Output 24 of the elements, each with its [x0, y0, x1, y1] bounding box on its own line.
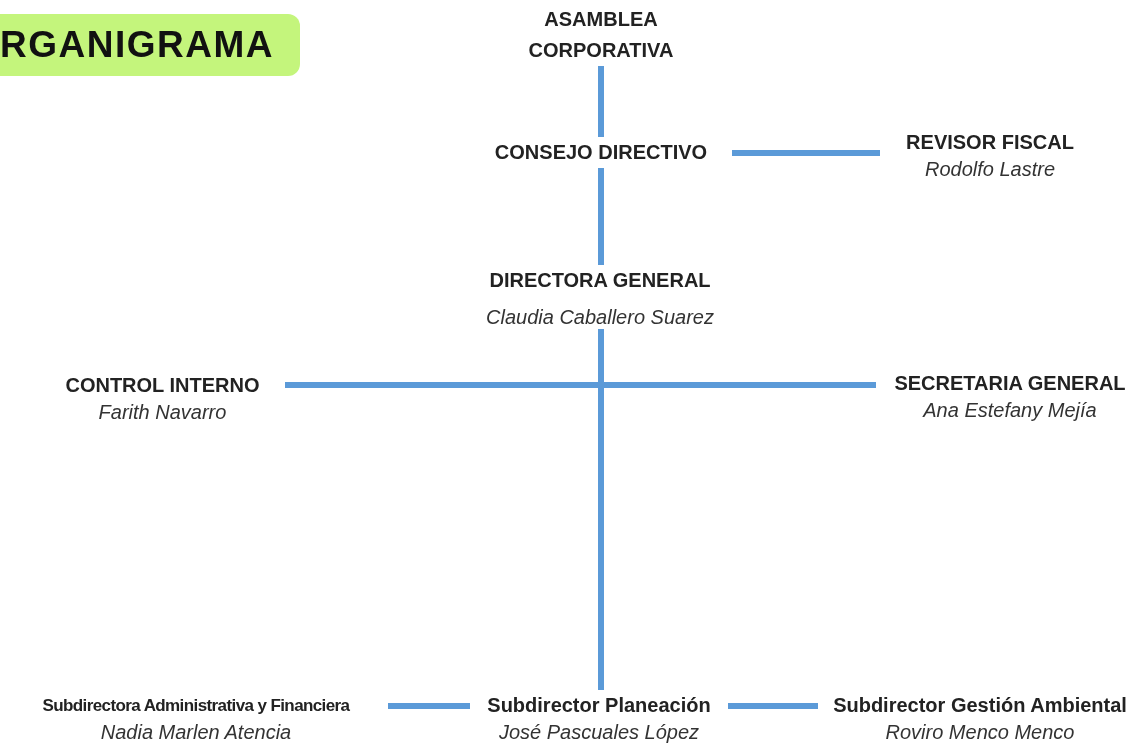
connector-line	[388, 703, 470, 709]
connector-line	[732, 150, 880, 156]
position-title: Subdirectora Administrativa y Financiera	[41, 695, 351, 717]
position-title: ASAMBLEA CORPORATIVA	[527, 7, 675, 63]
connector-line	[728, 703, 818, 709]
person-name: Ana Estefany Mejía	[921, 399, 1098, 422]
position-title: Subdirector Planeación	[486, 693, 712, 718]
person-name: José Pascuales López	[497, 721, 701, 744]
title: RGANIGRAMA	[0, 14, 300, 76]
person-name: Roviro Menco Menco	[884, 721, 1076, 744]
position-title: CONTROL INTERNO	[64, 373, 261, 398]
connector-line	[598, 329, 604, 690]
connector-line	[285, 382, 876, 388]
person-name: Rodolfo Lastre	[923, 158, 1057, 181]
person-name: Claudia Caballero Suarez	[485, 306, 715, 329]
person-name: Farith Navarro	[97, 401, 228, 424]
person-name: Nadia Marlen Atencia	[99, 721, 293, 744]
position-title: CONSEJO DIRECTIVO	[493, 140, 709, 165]
position-title: DIRECTORA GENERAL	[488, 268, 712, 293]
position-title: SECRETARIA GENERAL	[893, 371, 1127, 396]
position-title: REVISOR FISCAL	[905, 130, 1075, 155]
position-title: Subdirector Gestión Ambiental	[832, 693, 1128, 718]
connector-line	[598, 168, 604, 265]
connector-line	[598, 66, 604, 137]
